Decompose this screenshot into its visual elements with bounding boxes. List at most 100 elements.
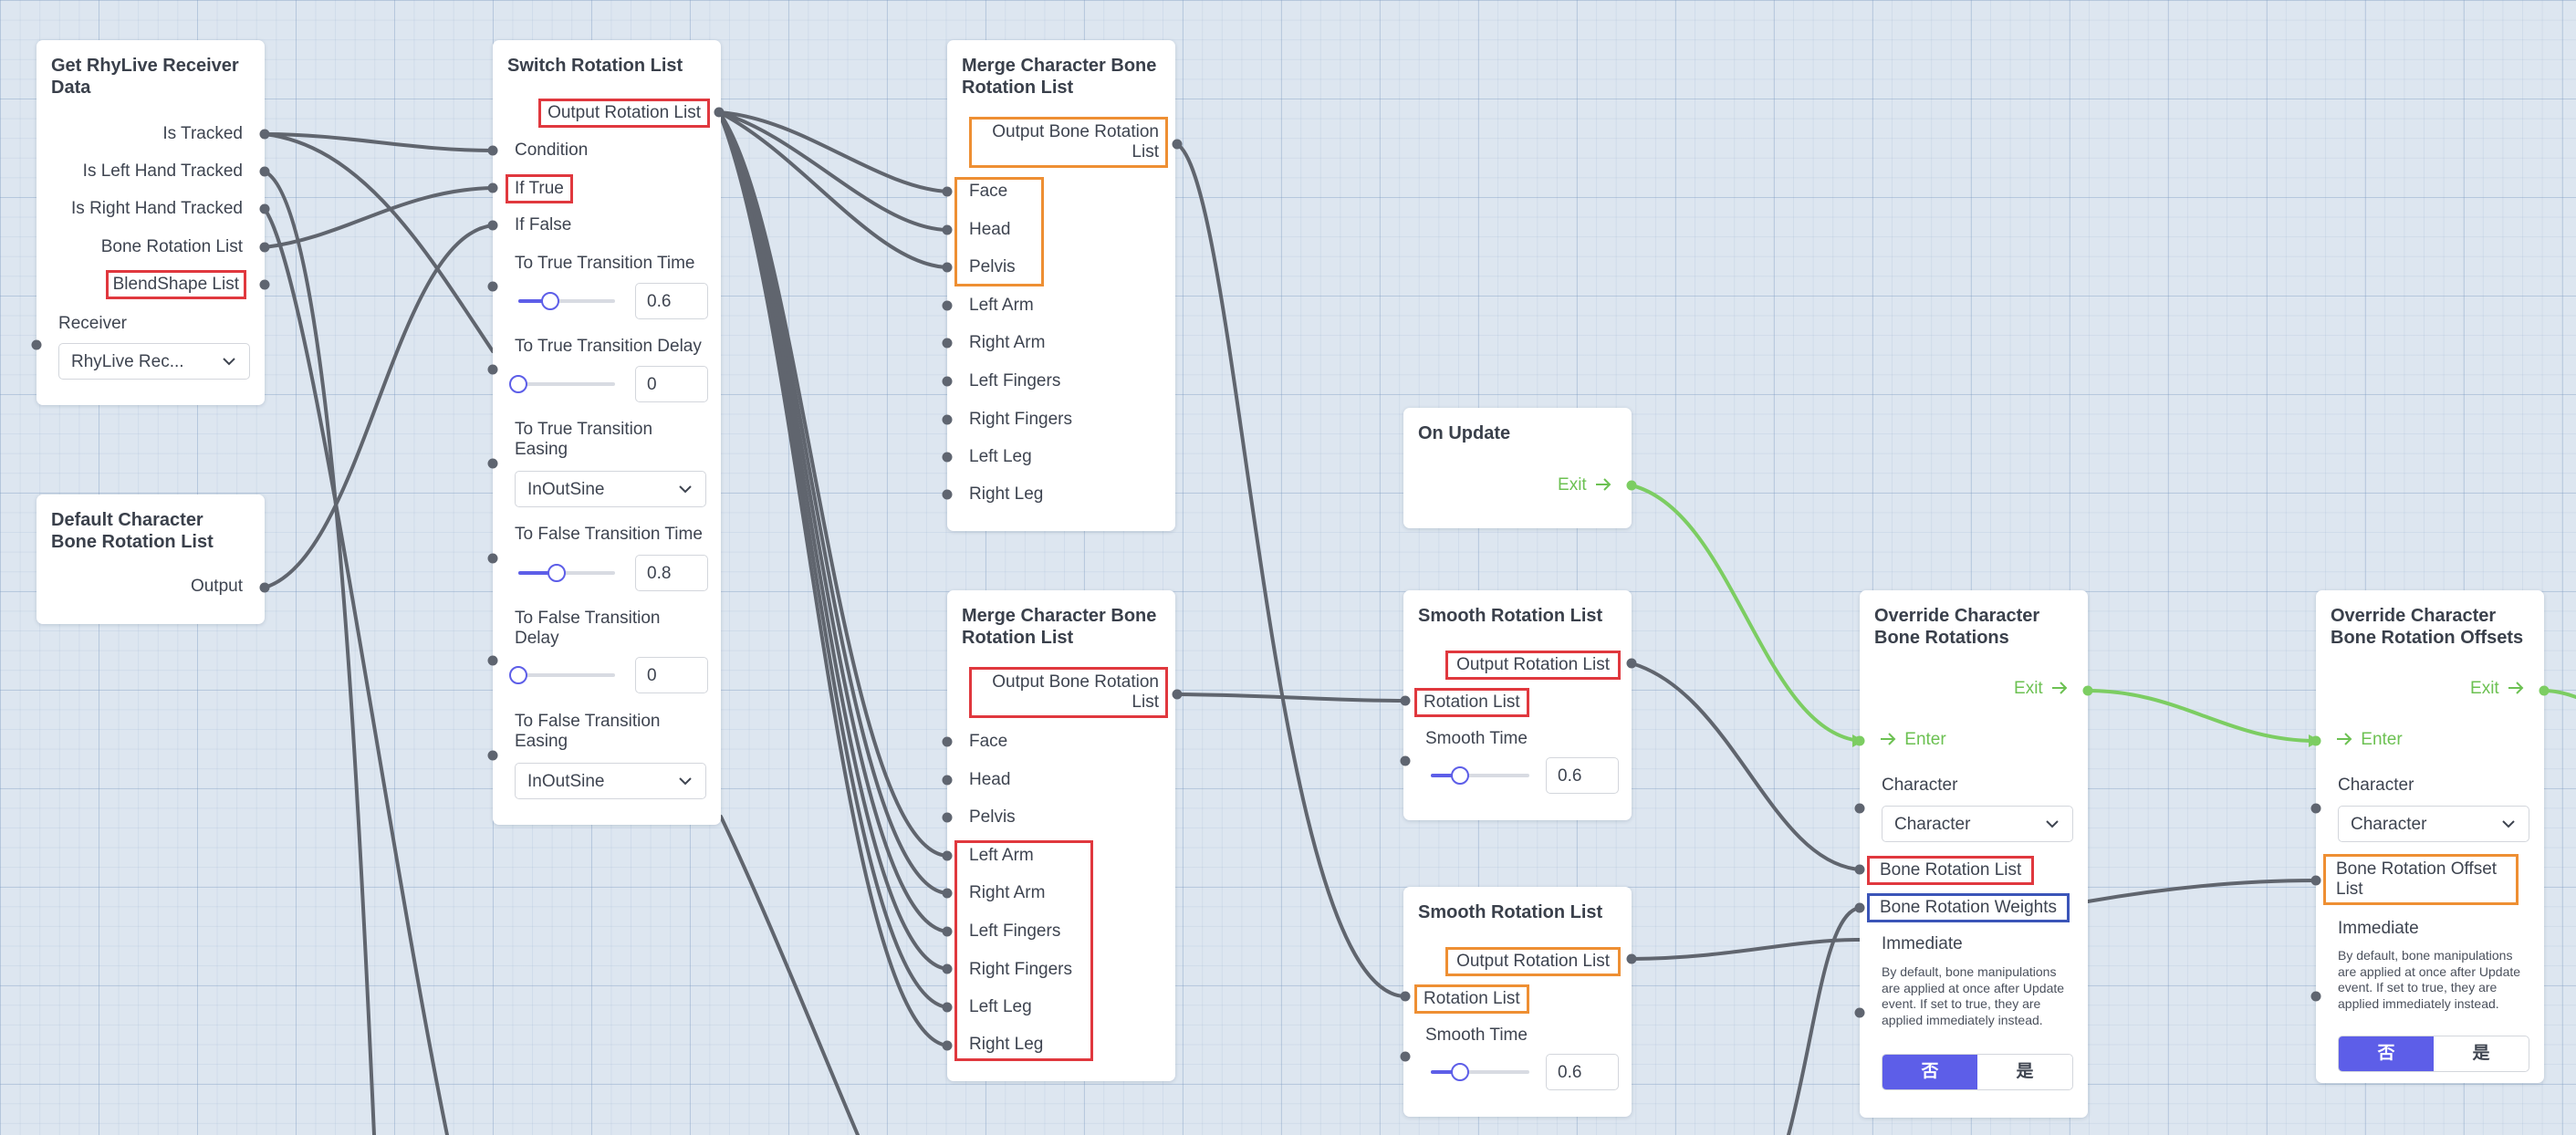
port-bone-rotation-list[interactable] <box>259 242 270 253</box>
port-smooth2-smooth-time[interactable] <box>1400 1051 1411 1062</box>
smooth-time-slider[interactable] <box>1431 1063 1529 1081</box>
port-merge1-head[interactable] <box>942 224 953 235</box>
port-merge2-head[interactable] <box>942 775 953 786</box>
true-transition-easing-select[interactable]: InOutSine <box>515 471 706 507</box>
port-offsets-offset-list[interactable] <box>2310 875 2321 886</box>
false-transition-time-input[interactable]: 0.8 <box>635 555 708 591</box>
wire-smooth1-bone-list <box>1630 661 1862 871</box>
true-transition-time-input[interactable]: 0.6 <box>635 283 708 319</box>
true-transition-time-slider[interactable] <box>518 292 615 310</box>
node-smooth-rotation-list-1[interactable]: Smooth Rotation List Output Rotation Lis… <box>1403 590 1632 820</box>
node-merge-character-bone-rotation-list-2[interactable]: Merge Character Bone Rotation List Outpu… <box>947 590 1175 1081</box>
false-transition-time-slider[interactable] <box>518 564 615 582</box>
node-default-character-bone-rotation-list[interactable]: Default Character Bone Rotation List Out… <box>37 495 265 624</box>
port-merge2-output[interactable] <box>1172 689 1183 700</box>
wire-left-hand-offscreen <box>263 170 376 1135</box>
port-merge2-left-fingers[interactable] <box>942 926 953 937</box>
immediate-toggle[interactable]: 否 是 <box>2338 1036 2529 1072</box>
port-merge2-right-leg[interactable] <box>942 1040 953 1051</box>
input-left-fingers: Left Fingers <box>969 922 1061 941</box>
smooth-time-input[interactable]: 0.6 <box>1546 1054 1619 1090</box>
true-transition-delay-slider[interactable] <box>509 375 615 393</box>
port-switch-condition[interactable] <box>487 145 498 156</box>
port-override-character[interactable] <box>1854 803 1865 814</box>
receiver-select-value: RhyLive Rec... <box>71 352 184 371</box>
port-smooth1-smooth-time[interactable] <box>1400 755 1411 766</box>
input-right-arm: Right Arm <box>969 333 1046 352</box>
false-transition-easing-select[interactable]: InOutSine <box>515 763 706 799</box>
port-merge1-pelvis[interactable] <box>942 262 953 273</box>
port-override-immediate[interactable] <box>1854 1007 1865 1018</box>
port-merge1-left-arm[interactable] <box>942 300 953 311</box>
port-merge2-left-leg[interactable] <box>942 1002 953 1013</box>
node-get-rhylive-receiver-data[interactable]: Get RhyLive Receiver Data Is Tracked Is … <box>37 40 265 405</box>
port-is-tracked[interactable] <box>259 129 270 140</box>
node-smooth-rotation-list-2[interactable]: Smooth Rotation List Output Rotation Lis… <box>1403 887 1632 1117</box>
toggle-option-yes[interactable]: 是 <box>2016 1062 2034 1081</box>
port-merge1-face[interactable] <box>942 186 953 197</box>
port-smooth1-rotation-list[interactable] <box>1400 695 1411 706</box>
port-smooth2-output[interactable] <box>1626 953 1637 964</box>
node-title: Get RhyLive Receiver Data <box>51 56 239 98</box>
port-merge2-right-fingers[interactable] <box>942 963 953 974</box>
receiver-select[interactable]: RhyLive Rec... <box>58 343 250 380</box>
port-merge2-pelvis[interactable] <box>942 812 953 823</box>
port-switch-true-easing[interactable] <box>487 458 498 469</box>
true-transition-delay-input[interactable]: 0 <box>635 366 708 402</box>
arrow-right-icon <box>2508 682 2524 694</box>
port-switch-false-time[interactable] <box>487 553 498 564</box>
port-merge1-right-arm[interactable] <box>942 338 953 349</box>
port-smooth1-output[interactable] <box>1626 658 1637 669</box>
port-on-update-exit[interactable] <box>1626 480 1637 491</box>
port-switch-false-easing[interactable] <box>487 750 498 761</box>
port-merge2-face[interactable] <box>942 736 953 747</box>
toggle-option-yes[interactable]: 是 <box>2472 1044 2490 1063</box>
character-select[interactable]: Character <box>1882 806 2073 842</box>
node-merge-character-bone-rotation-list-1[interactable]: Merge Character Bone Rotation List Outpu… <box>947 40 1175 531</box>
port-offsets-immediate[interactable] <box>2310 991 2321 1002</box>
toggle-option-no[interactable]: 否 <box>1882 1055 1977 1089</box>
toggle-option-no[interactable]: 否 <box>2339 1036 2434 1071</box>
port-smooth2-rotation-list[interactable] <box>1400 991 1411 1002</box>
smooth-time-input[interactable]: 0.6 <box>1546 757 1619 794</box>
port-merge1-left-leg[interactable] <box>942 452 953 463</box>
port-merge1-right-fingers[interactable] <box>942 414 953 425</box>
character-select[interactable]: Character <box>2338 806 2529 842</box>
false-transition-delay-input[interactable]: 0 <box>635 657 708 693</box>
smooth-time-slider[interactable] <box>1431 766 1529 785</box>
port-switch-if-true[interactable] <box>487 182 498 193</box>
port-override-bone-list[interactable] <box>1854 864 1865 875</box>
port-override-exit[interactable] <box>2082 685 2093 696</box>
port-offsets-enter[interactable] <box>2310 735 2321 746</box>
immediate-toggle[interactable]: 否 是 <box>1882 1054 2073 1090</box>
port-receiver[interactable] <box>31 339 42 350</box>
port-is-left-hand-tracked[interactable] <box>259 166 270 177</box>
port-switch-if-false[interactable] <box>487 220 498 231</box>
port-switch-false-delay[interactable] <box>487 655 498 666</box>
output-bone-rotation-list: Bone Rotation List <box>100 237 243 256</box>
chevron-down-icon <box>223 358 235 366</box>
port-is-right-hand-tracked[interactable] <box>259 203 270 214</box>
node-on-update[interactable]: On Update Exit <box>1403 408 1632 528</box>
node-override-character-bone-rotations[interactable]: Override Character Bone Rotations Exit E… <box>1860 590 2088 1118</box>
port-merge1-left-fingers[interactable] <box>942 376 953 387</box>
port-default-output[interactable] <box>259 582 270 593</box>
port-merge1-right-leg[interactable] <box>942 489 953 500</box>
false-transition-delay-slider[interactable] <box>509 666 615 684</box>
output-rotation-list: Output Rotation List <box>538 99 710 128</box>
port-merge2-right-arm[interactable] <box>942 888 953 899</box>
port-merge2-left-arm[interactable] <box>942 850 953 861</box>
port-switch-true-time[interactable] <box>487 281 498 292</box>
port-offsets-exit[interactable] <box>2539 685 2550 696</box>
port-switch-output[interactable] <box>714 107 725 118</box>
node-override-character-bone-rotation-offsets[interactable]: Override Character Bone Rotation Offsets… <box>2316 590 2544 1083</box>
port-switch-true-delay[interactable] <box>487 364 498 375</box>
port-offsets-character[interactable] <box>2310 803 2321 814</box>
port-merge1-output[interactable] <box>1172 139 1183 150</box>
arrow-right-icon <box>1596 478 1611 491</box>
port-blendshape-list[interactable] <box>259 279 270 290</box>
port-override-bone-weights[interactable] <box>1854 902 1865 913</box>
node-switch-rotation-list[interactable]: Switch Rotation List Output Rotation Lis… <box>493 40 721 825</box>
port-override-enter[interactable] <box>1854 735 1865 746</box>
input-right-leg: Right Leg <box>969 1035 1044 1054</box>
